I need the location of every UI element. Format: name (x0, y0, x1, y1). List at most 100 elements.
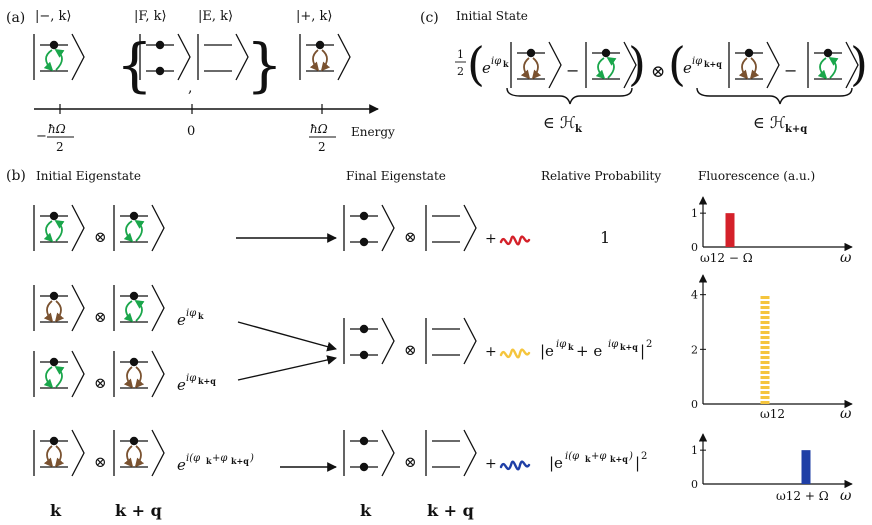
row1-ket-a (33, 204, 85, 252)
atom-dot-lower (155, 66, 165, 76)
c-ket-brown-1 (510, 41, 562, 89)
atom-dot-lower (359, 462, 369, 472)
ket-angle (463, 204, 477, 252)
phase2-exp: iφ (692, 56, 702, 67)
atom-dot (129, 291, 139, 301)
row3-phase-exp: iφ (186, 373, 196, 384)
row1-final-a (343, 204, 395, 252)
row23-plus: + (485, 344, 497, 360)
state-E-label: |E, k⟩ (198, 9, 233, 24)
ket-angle (381, 204, 395, 252)
prob2-open: |e (540, 342, 554, 360)
ket-angle (548, 41, 562, 89)
row4-phase-mid: +φ (212, 453, 227, 464)
ket-angle (381, 317, 395, 365)
atom-dot (129, 357, 139, 367)
row3-phase-base: e (177, 376, 186, 394)
ket-angle (845, 41, 859, 89)
transition-arrow-up (54, 220, 65, 242)
atom-dot-lower (359, 237, 369, 247)
row2-ket-a (33, 284, 85, 332)
space2-sub: k+q (785, 124, 807, 135)
atom-dot (823, 48, 833, 58)
row1-final-otimes: ⊗ (404, 228, 417, 246)
ket-angle (71, 33, 85, 81)
bottom-kq-initial: k + q (115, 501, 162, 520)
row3-phase-sub: k+q (198, 376, 216, 386)
row2-ket-b (113, 284, 165, 332)
tick-plus-den: 2 (318, 140, 326, 154)
transition-arrow-down (817, 57, 828, 80)
minus-2: − (784, 61, 797, 80)
ket-minus (33, 33, 85, 81)
tick-plus-num: ħΩ (310, 122, 328, 136)
transition-arrow-down (123, 300, 134, 323)
prob2-plus: + e (576, 342, 602, 360)
atom-dot (315, 40, 325, 50)
panel-b-tag: (b) (6, 168, 26, 184)
row4-final-b (425, 429, 477, 477)
ket-angle (151, 429, 165, 477)
atom-dot (129, 211, 139, 221)
row1-plus: + (485, 231, 497, 247)
header-prob: Relative Probability (541, 169, 661, 183)
transition-arrow-down-2 (749, 57, 760, 80)
row4-otimes: ⊗ (94, 453, 107, 471)
row4-phase-end: ) (249, 453, 254, 464)
x-tick-label: ω12 + Ω (776, 489, 829, 503)
photon-yellow (499, 348, 531, 359)
transition-arrow-down-2 (54, 445, 65, 468)
row4-phase-sub2: k+q (231, 456, 249, 466)
row1-prob: 1 (600, 228, 610, 247)
bar (725, 213, 735, 247)
space1-label: ∈ ℋ (543, 113, 576, 132)
ket-angle (337, 33, 351, 81)
atom-dot-upper (359, 324, 369, 334)
ket-angle (235, 33, 249, 81)
phase1-sub: k (503, 59, 509, 69)
ket-angle (463, 317, 477, 365)
ket-angle (381, 429, 395, 477)
row23-final-a (343, 317, 395, 365)
prob3-pow: 2 (641, 451, 647, 462)
brace-right: } (246, 31, 283, 99)
tick-minus-den: 2 (56, 140, 64, 154)
energy-axis-label: Energy (351, 125, 395, 139)
prob3-end: ) (628, 451, 633, 462)
space2-label: ∈ ℋ (753, 113, 786, 132)
tick-minus-num: ħΩ (48, 122, 66, 136)
tick-zero-label: 0 (187, 124, 195, 139)
minus-1: − (566, 61, 579, 80)
row23-final-otimes: ⊗ (404, 341, 417, 359)
prob3-open: |e (549, 454, 563, 472)
panel-c-title: Initial State (456, 9, 528, 23)
ket-angle (151, 284, 165, 332)
transition-arrow-up (54, 49, 65, 71)
ket-E (197, 33, 249, 81)
row3-arrow (237, 355, 337, 381)
ket-angle (177, 33, 191, 81)
row4-final-otimes: ⊗ (404, 453, 417, 471)
phase1-base: e (482, 59, 491, 77)
prob3-exp: i(φ (565, 451, 579, 462)
c-ket-brown-2 (728, 41, 780, 89)
transition-arrow-down (123, 220, 134, 243)
photon-blue (499, 460, 531, 471)
atom-dot (129, 436, 139, 446)
row2-phase-sub: k (198, 311, 204, 321)
transition-arrow-down-2 (531, 57, 542, 80)
y-tick-label: 4 (691, 289, 698, 302)
half-den: 2 (457, 65, 464, 78)
transition-arrow-down (123, 366, 134, 389)
half-num: 1 (457, 48, 464, 61)
tick-minus-sign: − (36, 129, 47, 144)
atom-dot-upper (359, 211, 369, 221)
transition-arrow-down-2 (134, 366, 145, 389)
bottom-k-initial: k (50, 501, 62, 520)
transition-arrow-down (309, 49, 320, 72)
row4-phase-exp: i(φ (186, 453, 200, 464)
ket-angle (71, 350, 85, 398)
ket-angle (463, 429, 477, 477)
y-tick-label: 1 (691, 444, 698, 457)
